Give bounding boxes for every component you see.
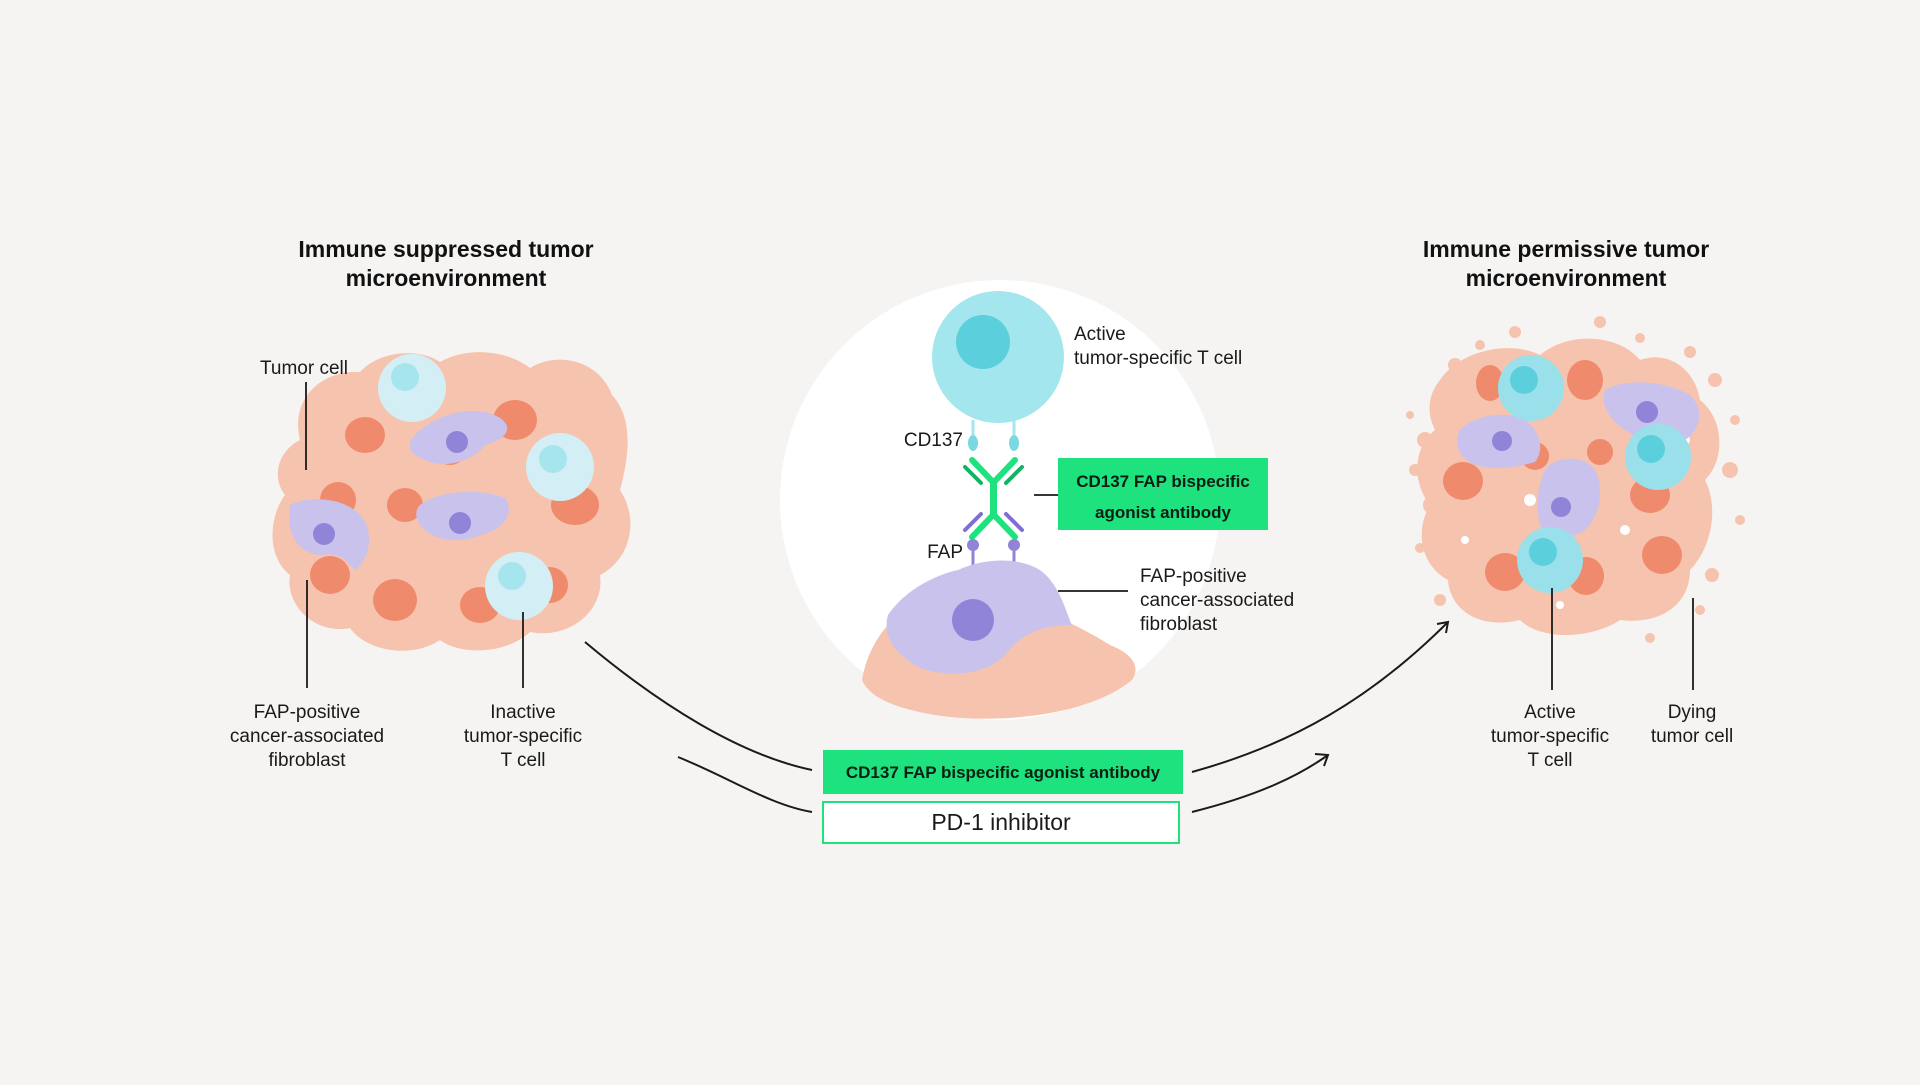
tissue-fragment xyxy=(1684,346,1696,358)
tumor-nucleus xyxy=(1443,462,1483,500)
antibody-output-arrowhead xyxy=(1436,620,1450,634)
tissue-fragment xyxy=(1735,515,1745,525)
treatment-pd1-label: PD-1 inhibitor xyxy=(931,809,1071,835)
debris-particle xyxy=(1461,536,1469,544)
fibroblast xyxy=(409,411,508,465)
cd137-receptor xyxy=(968,420,1019,451)
fibroblast xyxy=(416,491,509,541)
center-active-tcell xyxy=(932,291,1064,423)
left-panel: Immune suppressed tumor microenvironment xyxy=(230,236,631,771)
pd1-input-arrow xyxy=(677,756,813,813)
tumor-nucleus xyxy=(1642,536,1682,574)
pd1-output-arrowhead xyxy=(1314,753,1330,767)
tissue-fragment xyxy=(1406,411,1414,419)
right-tcell-label-line2: tumor-specific xyxy=(1491,726,1609,747)
tissue-fragment xyxy=(1730,415,1740,425)
antibody-input-arrow xyxy=(584,641,813,771)
inactive-tcell xyxy=(485,552,553,620)
fibroblast-nucleus xyxy=(313,523,335,545)
center-fibroblast-label-line3: fibroblast xyxy=(1140,614,1218,635)
center-fibroblast-label-line2: cancer-associated xyxy=(1140,590,1294,611)
center-fibroblast xyxy=(862,560,1136,719)
tumor-cell-label: Tumor cell xyxy=(260,358,348,379)
tissue-fragment xyxy=(1423,496,1441,514)
treatment-pd1-box xyxy=(822,801,1180,844)
right-panel: Immune permissive tumor microenvironment xyxy=(1406,236,1745,771)
inactive-tcell-label-line2: tumor-specific xyxy=(464,726,582,747)
tumor-nucleus xyxy=(387,488,423,522)
mechanism-circle xyxy=(780,280,1220,720)
tissue-fragment xyxy=(1594,316,1606,328)
fibroblast xyxy=(1456,414,1541,468)
fibroblast-nucleus xyxy=(446,431,468,453)
right-title-line2: microenvironment xyxy=(1466,265,1667,291)
treatment: CD137 FAP bispecific agonist antibody PD… xyxy=(584,620,1450,844)
fibroblast-nucleus xyxy=(449,512,471,534)
tissue-fragment xyxy=(1695,605,1705,615)
debris-particle xyxy=(1620,525,1630,535)
left-title-line2: microenvironment xyxy=(346,265,547,291)
tumor-nucleus xyxy=(1567,360,1603,400)
center-tcell-label-line1: Active xyxy=(1074,324,1126,345)
treatment-antibody-label: CD137 FAP bispecific agonist antibody xyxy=(846,763,1161,782)
debris-particle xyxy=(1524,494,1536,506)
inactive-tcell-label-line1: Inactive xyxy=(490,702,555,723)
active-tcell xyxy=(1517,527,1583,593)
tissue-fragment xyxy=(1635,333,1645,343)
tumor-nucleus xyxy=(1587,439,1613,465)
antibody-label-box xyxy=(1058,458,1268,530)
bispecific-antibody-icon xyxy=(963,457,1024,540)
tumor-nucleus xyxy=(1485,553,1525,591)
fibroblast xyxy=(1603,382,1700,445)
dying-cell-label-line2: tumor cell xyxy=(1651,726,1733,747)
right-title-line1: Immune permissive tumor xyxy=(1423,236,1709,262)
tumor-nucleus xyxy=(345,417,385,453)
tissue-fragment xyxy=(1448,358,1462,372)
tissue-fragment xyxy=(1645,633,1655,643)
tissue-fragment xyxy=(1509,326,1521,338)
active-tcell xyxy=(1498,355,1564,421)
pd1-output-arrow xyxy=(1191,754,1329,813)
inactive-tcell-label-line3: T cell xyxy=(500,750,545,771)
center-fibroblast-label-line1: FAP-positive xyxy=(1140,566,1247,587)
permissive-tumor-illustration xyxy=(1406,316,1745,643)
inactive-tcell xyxy=(378,354,446,422)
antibody-label-line2: agonist antibody xyxy=(1095,503,1232,522)
tumor-nucleus xyxy=(310,556,350,594)
right-tcell-label-line3: T cell xyxy=(1527,750,1572,771)
tissue-fragment xyxy=(1434,594,1446,606)
tissue-fragment xyxy=(1475,340,1485,350)
tissue-fragments xyxy=(1406,316,1745,643)
fap-label: FAP xyxy=(927,542,963,563)
tissue-fragment xyxy=(1708,373,1722,387)
suppressed-tumor-illustration xyxy=(272,352,631,651)
treatment-antibody-box xyxy=(823,750,1183,794)
fibroblast-label-line3: fibroblast xyxy=(268,750,346,771)
fibroblast-label-line2: cancer-associated xyxy=(230,726,384,747)
left-title-line1: Immune suppressed tumor xyxy=(298,236,593,262)
dying-cell-label-line1: Dying xyxy=(1668,702,1717,723)
tumor-nucleus xyxy=(373,579,417,621)
tissue-fragment xyxy=(1415,543,1425,553)
tissue-fragment xyxy=(1417,432,1433,448)
inactive-tcell xyxy=(526,433,594,501)
tumor-nucleus xyxy=(1476,365,1504,401)
antibody-label-line1: CD137 FAP bispecific xyxy=(1076,472,1250,491)
cd137-label: CD137 xyxy=(904,430,963,451)
fibroblast xyxy=(1537,458,1601,537)
debris-particle xyxy=(1556,601,1564,609)
tissue-fragment xyxy=(1722,462,1738,478)
fap-receptor xyxy=(967,539,1020,568)
center-panel: CD137 FAP bispecific agonist antibody Ac… xyxy=(780,280,1294,720)
fibroblast xyxy=(289,499,370,570)
tissue-fragment xyxy=(1705,568,1719,582)
active-tcell xyxy=(1625,424,1691,490)
center-tcell-label-line2: tumor-specific T cell xyxy=(1074,348,1242,369)
fibroblast-label-line1: FAP-positive xyxy=(254,702,361,723)
tissue-fragment xyxy=(1409,464,1421,476)
right-tcell-label-line1: Active xyxy=(1524,702,1576,723)
antibody-output-arrow xyxy=(1191,621,1449,773)
